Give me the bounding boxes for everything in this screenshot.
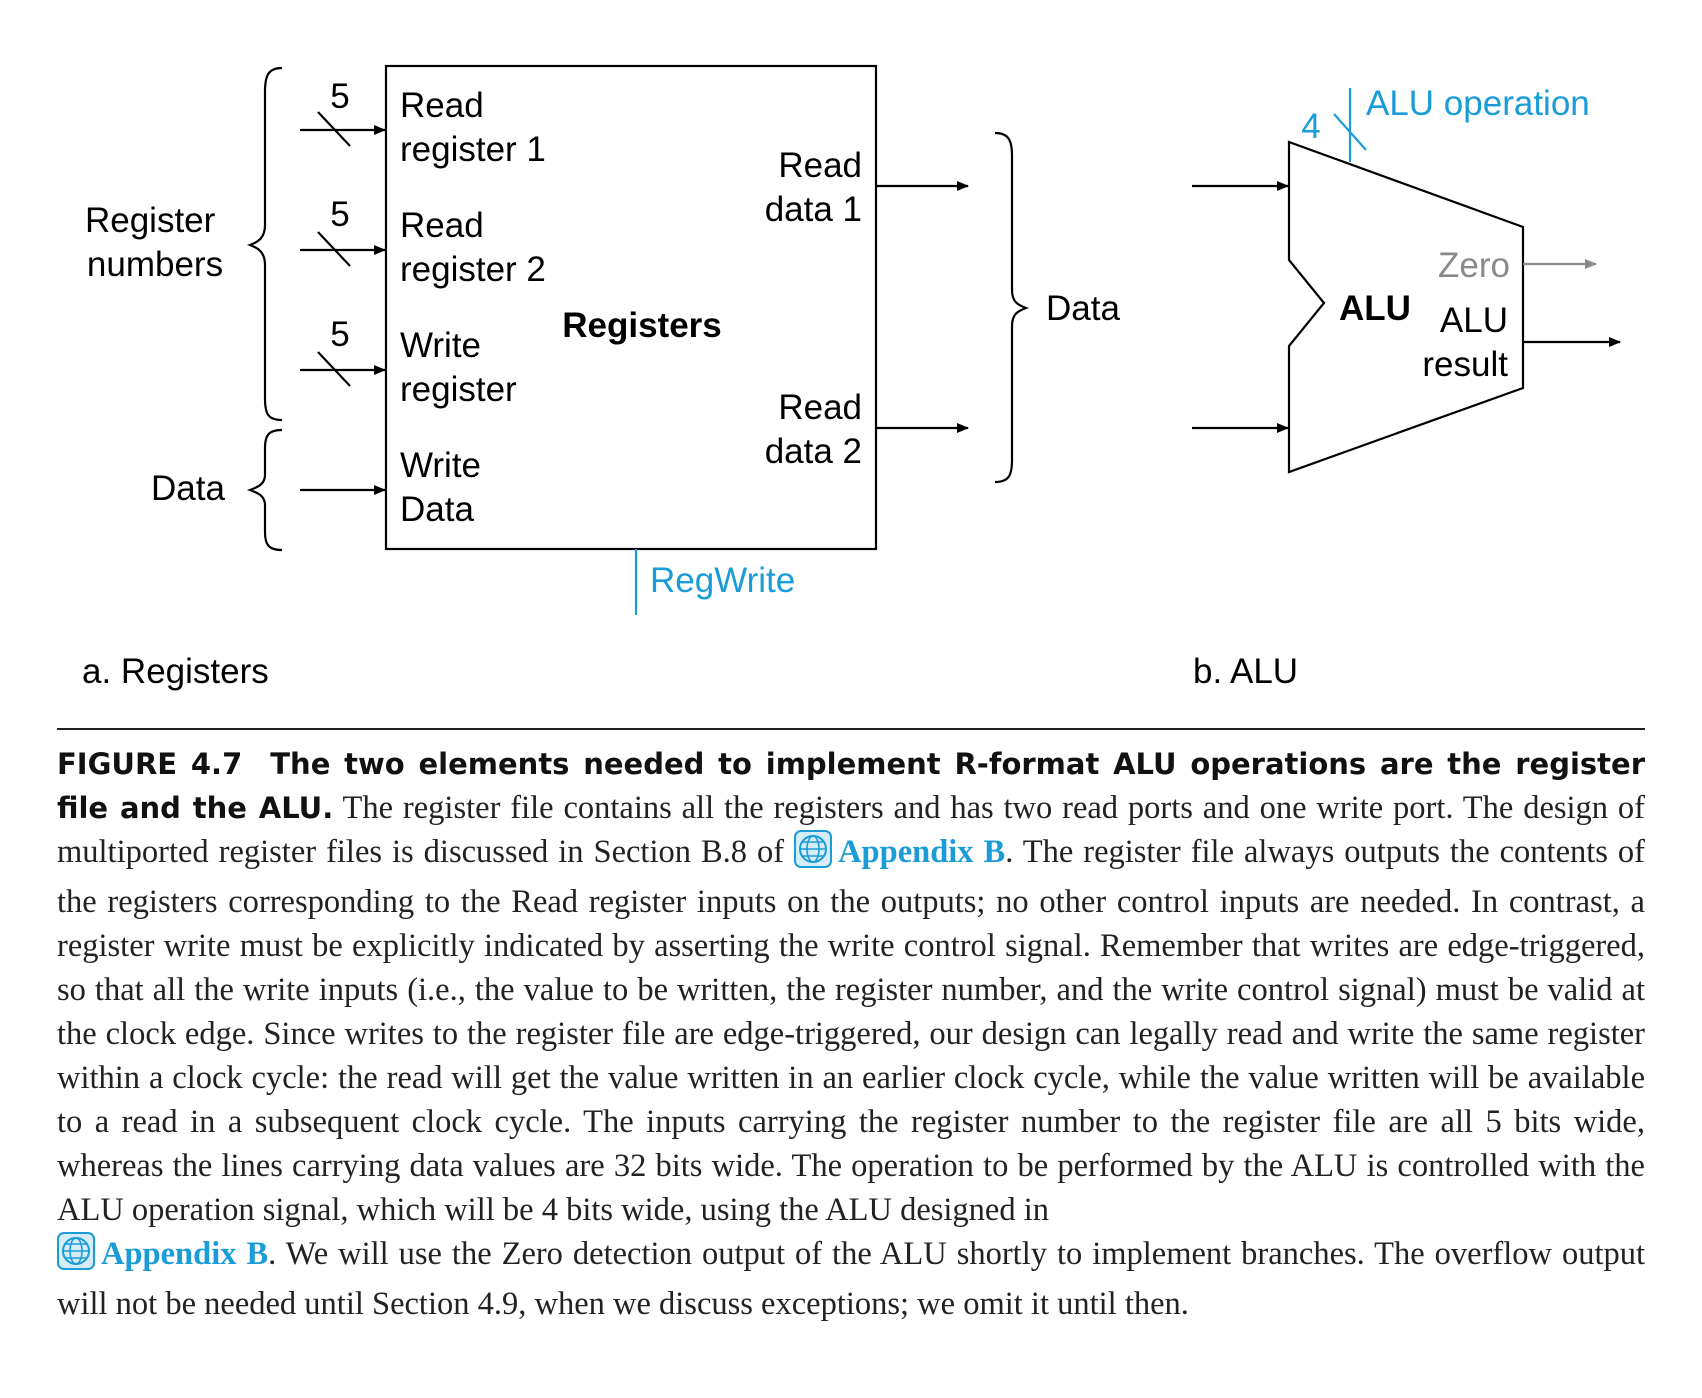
alu-zero-label: Zero <box>1438 246 1510 285</box>
register-numbers-label: Register numbers <box>85 201 225 284</box>
control-bus-slash <box>1333 113 1367 151</box>
register-file-block <box>384 64 878 551</box>
appendix-b-link[interactable]: Appendix B <box>838 834 1006 870</box>
subfigure-a-label: a. Registers <box>82 652 269 691</box>
globe-icon <box>57 1232 95 1282</box>
alu-block-title: ALU <box>1339 289 1411 328</box>
appendix-b-link[interactable]: Appendix B <box>101 1236 269 1272</box>
caption-body-3: . We will use the Zero detection output … <box>57 1236 1645 1322</box>
data-input-brace <box>246 428 283 552</box>
figure-title: The two elements needed to implement R-f… <box>57 747 1646 825</box>
bus-width-label: 5 <box>330 195 349 234</box>
subfigure-b-label: b. ALU <box>1193 652 1298 691</box>
registers-block-title: Registers <box>562 306 722 345</box>
alu-operation-label: ALU operation <box>1366 84 1590 123</box>
globe-icon <box>794 830 833 880</box>
bus-slash <box>317 231 351 267</box>
data-output-brace <box>994 131 1030 484</box>
register-numbers-brace <box>246 66 283 422</box>
bus-width-label: 5 <box>330 315 349 354</box>
caption-body-2: . The register file always outputs the c… <box>57 834 1645 1228</box>
bus-slash <box>317 111 351 147</box>
data-input-group-label: Data <box>151 469 225 508</box>
bus-width-label: 5 <box>330 77 349 116</box>
caption-divider <box>57 728 1645 730</box>
alu-block <box>1287 140 1525 474</box>
alu-operation-width: 4 <box>1301 107 1320 146</box>
data-output-label: Data <box>1046 289 1120 328</box>
bus-slash <box>317 351 351 387</box>
regwrite-label: RegWrite <box>650 561 795 600</box>
figure-number: FIGURE 4.7 <box>57 747 243 781</box>
caption-body-1: The register file contains all the regis… <box>57 790 1646 870</box>
